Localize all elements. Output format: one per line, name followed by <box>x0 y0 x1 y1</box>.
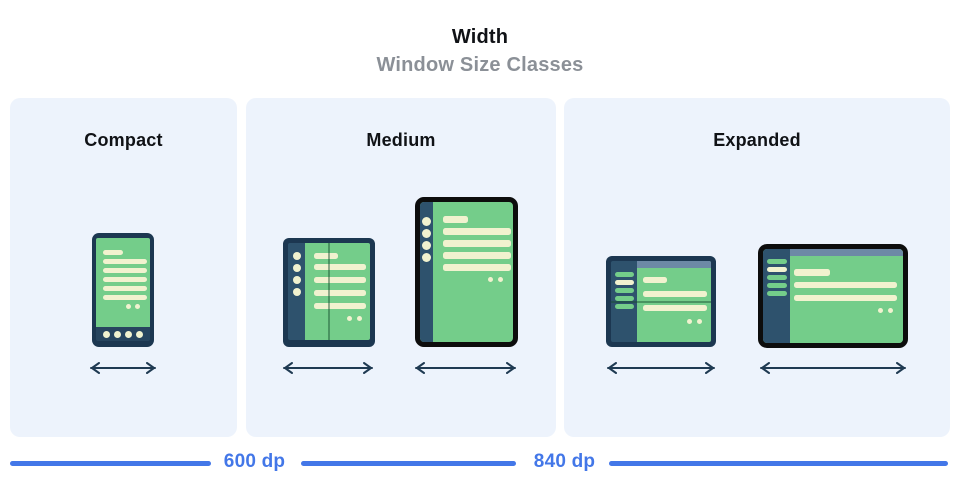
content-line <box>103 295 147 300</box>
content-line <box>103 277 147 282</box>
content-line <box>643 277 667 283</box>
sidebar-line <box>615 272 634 277</box>
figure-subtitle: Window Size Classes <box>376 54 584 76</box>
figure-title: Width <box>451 26 509 48</box>
content-line <box>103 250 123 255</box>
sidebar-line <box>615 304 634 309</box>
content-dot <box>357 316 362 321</box>
rail-dot <box>292 288 301 296</box>
desktop-display-illustration <box>758 244 908 348</box>
rail-dot <box>292 264 301 272</box>
content-line <box>794 269 830 276</box>
app-top-bar <box>637 261 711 268</box>
content-dot <box>135 304 140 309</box>
nav-dot <box>114 330 121 338</box>
width-arrow-foldable-landscape <box>605 360 717 376</box>
content-line <box>443 264 511 271</box>
panel-compact: Compact <box>10 98 237 437</box>
nav-dot <box>136 330 143 338</box>
panel-expanded-label: Expanded <box>713 130 801 150</box>
content-line <box>443 216 468 223</box>
content-dot <box>498 277 503 282</box>
device-screen <box>433 202 513 342</box>
sidebar-line <box>767 283 787 288</box>
rail-dot <box>292 252 301 260</box>
sidebar-line <box>615 280 634 285</box>
content-dot <box>347 316 352 321</box>
width-arrow-desktop <box>758 360 908 376</box>
nav-rail <box>420 202 433 342</box>
content-line <box>314 277 366 283</box>
rail-dot <box>292 276 301 284</box>
panel-medium-label: Medium <box>366 130 436 150</box>
rail-dot <box>422 229 431 238</box>
content-dot <box>488 277 493 282</box>
screen-content <box>637 268 711 324</box>
content-dots <box>443 277 503 282</box>
rail-dot <box>422 253 431 262</box>
device-screen <box>790 249 903 343</box>
sidebar-line <box>615 288 634 293</box>
fold-crease <box>328 243 330 340</box>
content-line <box>443 240 511 247</box>
content-line <box>103 259 147 264</box>
content-line <box>443 228 511 235</box>
phone-illustration <box>92 233 154 347</box>
app-top-bar <box>790 249 903 256</box>
panel-compact-label: Compact <box>84 130 163 150</box>
phone-screen <box>96 238 150 327</box>
width-arrow-foldable <box>281 360 375 376</box>
threshold-label-600dp: 600 dp <box>223 451 286 472</box>
nav-sidebar <box>763 249 790 343</box>
panel-medium: Medium <box>246 98 556 437</box>
sidebar-line <box>767 291 787 296</box>
width-arrow-compact <box>88 360 158 376</box>
nav-dot <box>103 330 110 338</box>
rail-dot <box>422 241 431 250</box>
content-dot <box>878 308 883 313</box>
nav-rail <box>288 243 305 340</box>
content-dots <box>103 304 140 309</box>
content-line <box>643 291 707 297</box>
content-dot <box>687 319 692 324</box>
threshold-label-840dp: 840 dp <box>533 451 596 472</box>
content-dots <box>794 308 893 313</box>
nav-sidebar <box>611 261 637 342</box>
rail-dot <box>422 217 431 226</box>
phone-nav-bar <box>96 327 150 341</box>
device-screen <box>305 243 370 340</box>
content-line <box>443 252 511 259</box>
threshold-rule-segment <box>301 461 516 466</box>
content-dot <box>697 319 702 324</box>
panel-expanded: Expanded <box>564 98 950 437</box>
content-line <box>794 295 897 301</box>
content-line <box>314 290 366 296</box>
sidebar-line <box>767 267 787 272</box>
content-dot <box>126 304 131 309</box>
content-line <box>103 286 147 291</box>
sidebar-line <box>615 296 634 301</box>
content-dot <box>888 308 893 313</box>
content-line <box>794 282 897 288</box>
sidebar-line <box>767 259 787 264</box>
fold-crease <box>611 301 711 303</box>
tablet-portrait-illustration <box>415 197 518 347</box>
content-line <box>314 264 366 270</box>
threshold-rule-segment <box>609 461 948 466</box>
width-arrow-tablet <box>413 360 518 376</box>
sidebar-line <box>767 275 787 280</box>
content-dots <box>314 316 362 321</box>
device-screen <box>637 261 711 342</box>
screen-content <box>790 256 903 313</box>
content-line <box>103 268 147 273</box>
foldable-landscape-illustration <box>606 256 716 347</box>
foldable-portrait-illustration <box>283 238 375 347</box>
content-dots <box>643 319 702 324</box>
content-line <box>314 303 366 309</box>
nav-dot <box>125 330 132 338</box>
threshold-rule-segment <box>10 461 211 466</box>
content-line <box>314 253 338 259</box>
content-line <box>643 305 707 311</box>
